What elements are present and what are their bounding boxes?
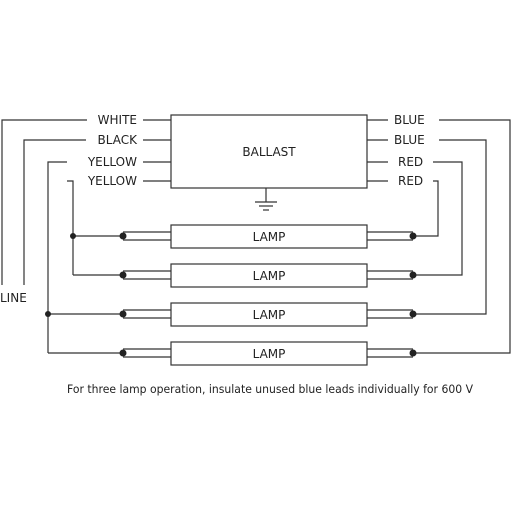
left-lead-label-black: BLACK bbox=[98, 133, 139, 147]
blue-lead-wire-2 bbox=[413, 139, 487, 315]
right-lead-label-red-2: RED bbox=[398, 174, 423, 188]
lamp-pin-dot bbox=[409, 310, 417, 318]
yellow-lead-wire-1 bbox=[47, 161, 67, 353]
ballast-label: BALLAST bbox=[242, 145, 296, 159]
white-lead-wire bbox=[1, 119, 87, 285]
lamp-label-3: LAMP bbox=[253, 308, 286, 322]
lamp-pin-dot bbox=[119, 349, 127, 357]
red-lead-wire-1 bbox=[413, 161, 463, 276]
lamp-1 bbox=[123, 224, 413, 249]
ground-symbol bbox=[255, 188, 277, 211]
lamp-label-1: LAMP bbox=[253, 230, 286, 244]
right-lead-label-blue-1: BLUE bbox=[394, 113, 425, 127]
lamp-pin-dot bbox=[409, 232, 417, 240]
lamp-pin-dot bbox=[119, 310, 127, 318]
left-lead-label-yellow-2: YELLOW bbox=[87, 174, 137, 188]
yellow-lead-wire-2 bbox=[67, 180, 74, 275]
lamp-pin-dot bbox=[119, 271, 127, 279]
black-lead-wire bbox=[23, 139, 86, 285]
lamp-pin-dot bbox=[409, 271, 417, 279]
right-lead-label-blue-2: BLUE bbox=[394, 133, 425, 147]
ballast-box bbox=[170, 114, 368, 189]
lamp-2 bbox=[123, 263, 413, 288]
right-lead-label-red-1: RED bbox=[398, 155, 423, 169]
lamp-4 bbox=[123, 341, 413, 366]
left-lead-label-white: WHITE bbox=[98, 113, 137, 127]
lamp-label-2: LAMP bbox=[253, 269, 286, 283]
footnote: For three lamp operation, insulate unuse… bbox=[67, 382, 473, 396]
lamp-3 bbox=[123, 302, 413, 327]
blue-lead-wire-1 bbox=[413, 119, 511, 354]
lamp-label-4: LAMP bbox=[253, 347, 286, 361]
line-label: LINE bbox=[0, 291, 27, 305]
lamp-pin-dot bbox=[119, 232, 127, 240]
red-lead-wire-2 bbox=[413, 180, 439, 237]
left-lead-label-yellow-1: YELLOW bbox=[87, 155, 137, 169]
junction-dot bbox=[45, 311, 51, 317]
lamp-pin-dot bbox=[409, 349, 417, 357]
junction-dot bbox=[70, 233, 76, 239]
